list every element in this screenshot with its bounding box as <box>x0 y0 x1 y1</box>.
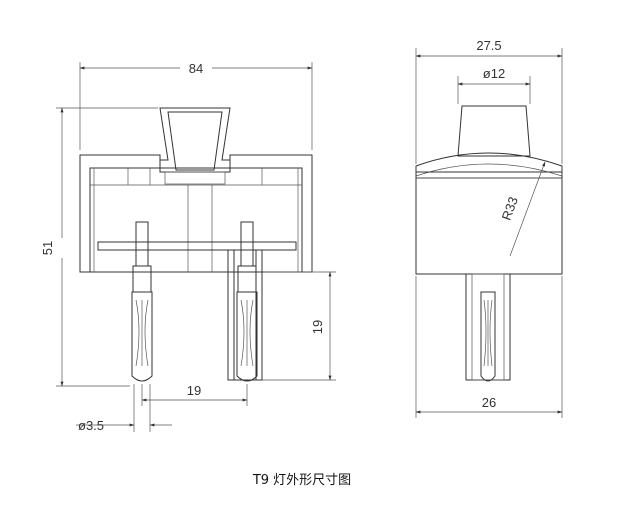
pin-diameter-label: ø3.5 <box>78 418 104 433</box>
width-84-label: 84 <box>189 61 203 76</box>
dim-pin-spacing-19: 19 <box>141 383 248 406</box>
front-right-pin <box>227 221 263 382</box>
drawing-caption: T9 灯外形尺寸图 <box>252 473 351 488</box>
pin-length-19-label: 19 <box>310 320 325 334</box>
side-width-27-5-label: 27.5 <box>476 38 501 53</box>
dim-neck-diameter-12: ø12 <box>457 66 531 104</box>
dim-pin-diameter: ø3.5 <box>76 384 172 433</box>
side-body <box>415 105 563 382</box>
base-width-26-label: 26 <box>482 395 496 410</box>
dim-pin-length-19: 19 <box>262 271 336 381</box>
neck-diameter-12-label: ø12 <box>483 66 505 81</box>
dim-base-width-26: 26 <box>415 276 563 418</box>
dim-height-51: 51 <box>40 107 158 387</box>
pin-spacing-19-label: 19 <box>187 383 201 398</box>
front-view: 84 51 19 19 <box>40 60 336 433</box>
front-housing <box>79 107 313 273</box>
radius-33-label: R33 <box>499 195 521 223</box>
dim-side-width-27-5: 27.5 <box>415 38 563 164</box>
dim-radius-33: R33 <box>499 161 546 257</box>
dim-width-84: 84 <box>79 60 313 150</box>
height-51-label: 51 <box>40 241 55 255</box>
side-view: 27.5 ø12 R33 26 <box>415 38 563 418</box>
front-left-pin <box>131 221 153 382</box>
